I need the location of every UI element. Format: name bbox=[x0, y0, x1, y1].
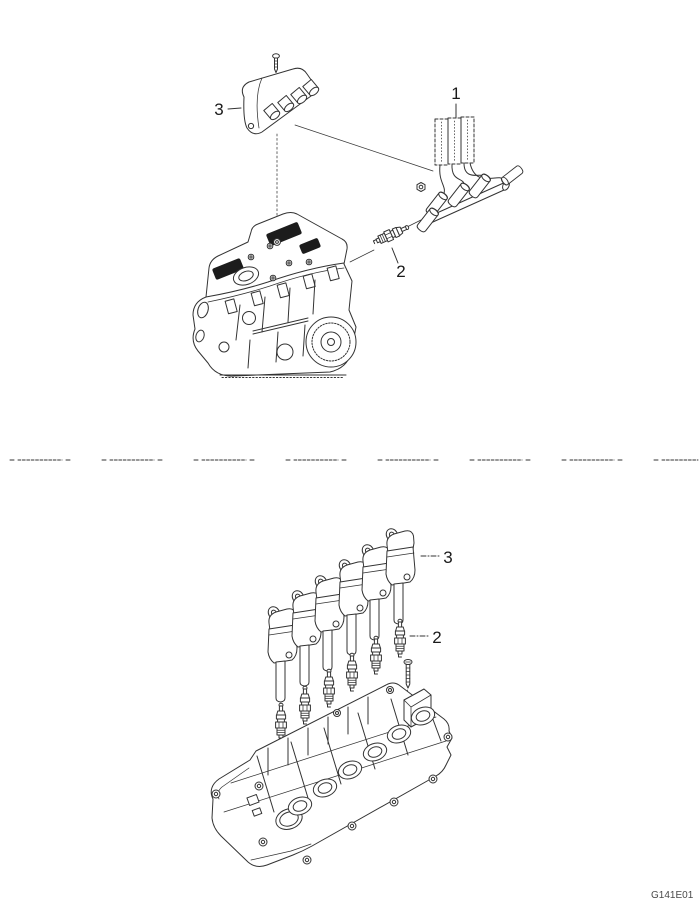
spark-plug-top bbox=[349, 219, 422, 263]
camshaft-cover bbox=[210, 682, 453, 867]
pencil-coil-6 bbox=[383, 526, 416, 625]
cover-bolt-bosses bbox=[211, 686, 453, 865]
flange-tab-small bbox=[251, 807, 263, 817]
spark-plug-4 bbox=[346, 652, 358, 692]
plug-tube-bosses bbox=[287, 706, 436, 816]
callout-3-bottom: 3 bbox=[420, 548, 453, 567]
flange-tab bbox=[246, 794, 260, 806]
callout-2-bottom: 2 bbox=[409, 628, 442, 647]
figure-top-assembly: 3 1 2 bbox=[192, 53, 525, 378]
callout-2-bottom-label: 2 bbox=[432, 628, 441, 647]
cover-bolts bbox=[247, 238, 313, 282]
figure-bottom-assembly: 3 2 bbox=[210, 526, 453, 867]
callout-1-top-label: 1 bbox=[451, 84, 460, 103]
coil-to-wireset-leader-line bbox=[294, 124, 434, 172]
callout-3-top-label: 3 bbox=[214, 100, 223, 119]
pencil-coil-row bbox=[265, 526, 416, 703]
callout-2-top: 2 bbox=[391, 247, 406, 281]
ignition-coil-pack bbox=[241, 67, 321, 135]
callout-3-bottom-label: 3 bbox=[443, 548, 452, 567]
spark-plug-6 bbox=[394, 618, 406, 658]
spark-plug-3 bbox=[323, 668, 335, 708]
engine-block-detail bbox=[195, 279, 316, 369]
figure-code: G141E01 bbox=[651, 890, 694, 901]
callout-1-top: 1 bbox=[451, 84, 461, 119]
callout-3-top-leader bbox=[227, 107, 242, 110]
timing-gear-icon bbox=[305, 316, 357, 368]
cover-edge-tabs bbox=[224, 265, 340, 315]
callout-2-top-leader bbox=[391, 247, 399, 264]
spark-plug-wire-set bbox=[415, 116, 525, 234]
engine-assembly bbox=[192, 212, 357, 378]
spark-plug-1 bbox=[275, 702, 287, 742]
spark-plug-2 bbox=[299, 685, 311, 725]
oil-cap-icon bbox=[232, 266, 260, 286]
retaining-nut-icon bbox=[416, 182, 426, 192]
spark-plug-5 bbox=[370, 635, 382, 675]
coil-pack-screw-icon bbox=[272, 53, 280, 73]
callout-2-top-label: 2 bbox=[396, 262, 405, 281]
callout-3-top: 3 bbox=[214, 100, 242, 119]
engine-base-line bbox=[219, 374, 347, 378]
